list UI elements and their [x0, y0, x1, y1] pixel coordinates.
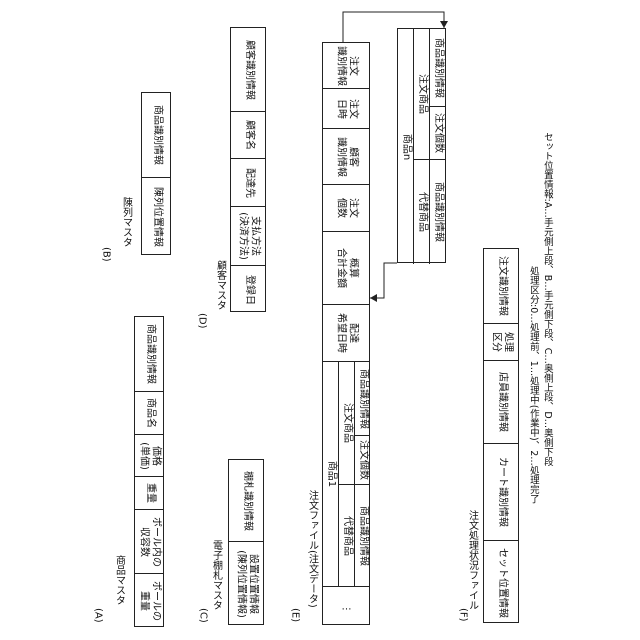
connector-bottom: [370, 263, 397, 298]
connector-bottom-arrowhead: [370, 294, 377, 302]
connector-top-arrowhead: [440, 21, 448, 28]
table-f-cell: 注文識別情報: [484, 249, 519, 323]
note-set-position: セット位置情報:A…手元側上段、B…手元側下段、C…奥側上段、D…奥側下段: [541, 132, 552, 466]
label-f: (F): [457, 608, 469, 622]
table-f: 注文識別情報 処理区分 店員識別情報 カート識別情報 セット位置情報: [483, 248, 519, 623]
table-f-cell: セット位置情報: [484, 540, 519, 624]
connector-top: [343, 12, 444, 42]
note-process: 処理区分:0…処理前、1…処理中(作業中)、2…処理完了: [527, 266, 538, 504]
title-f: 注文処理状況ファイル: [466, 510, 478, 610]
table-f-cell: 店員識別情報: [484, 360, 519, 443]
table-f-cell: カート識別情報: [484, 443, 519, 540]
table-f-cell: 処理区分: [484, 323, 519, 360]
